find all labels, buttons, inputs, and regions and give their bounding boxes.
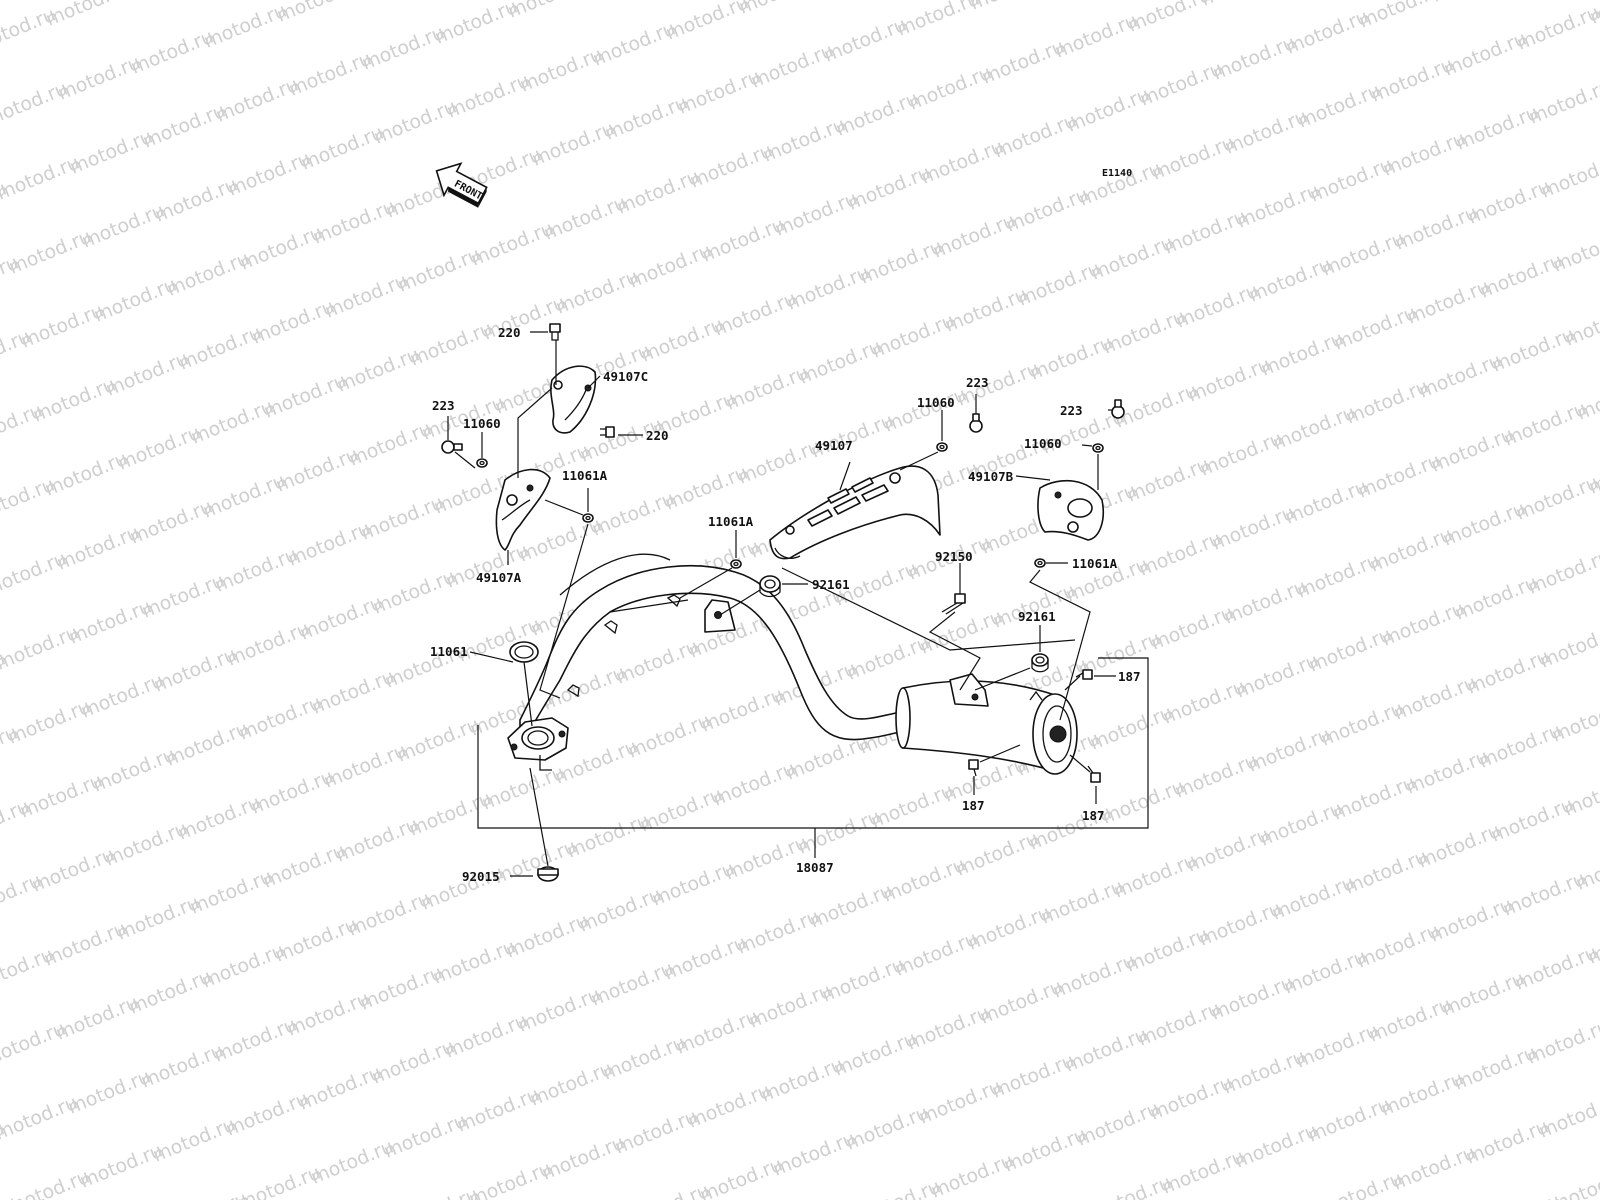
watermark-text: motod.ru [274, 0, 363, 27]
watermark-text: motod.ru [967, 0, 1056, 15]
label-11061: 11061 [430, 644, 468, 659]
watermark-text: motod.ru [43, 0, 132, 31]
label-11060-mid: 11060 [917, 395, 955, 410]
exhaust-header-pipe [519, 553, 901, 749]
label-223-right: 223 [1060, 403, 1083, 418]
watermark-text: motod.ru [1526, 76, 1600, 129]
label-49107C: 49107C [603, 369, 648, 384]
label-187-lower-right: 187 [1082, 808, 1105, 823]
label-223-mid: 223 [966, 375, 989, 390]
label-11060-left: 11060 [463, 416, 501, 431]
watermark-text: motod.ru [1198, 0, 1287, 11]
front-arrow-icon: FRONT [435, 162, 488, 208]
diagram-code: E1140 [1102, 168, 1132, 179]
label-11061A-mid: 11061A [708, 514, 754, 529]
label-92161-right: 92161 [1018, 609, 1056, 624]
label-92161-mid: 92161 [812, 577, 850, 592]
muffler [895, 673, 1078, 775]
watermark-text: motod.ru [1536, 1090, 1600, 1143]
watermark-text: motod.ru [1537, 620, 1600, 673]
label-92150: 92150 [935, 549, 973, 564]
label-49107: 49107 [815, 438, 853, 453]
watermark-text: motod.ru [1429, 0, 1518, 7]
label-223-left: 223 [432, 398, 455, 413]
heat-guard-49107C [550, 365, 597, 434]
label-220-top: 220 [498, 325, 521, 340]
exhaust-flange [507, 717, 569, 771]
watermark-text: motod.ru [347, 0, 436, 1]
label-220-lower: 220 [646, 428, 669, 443]
watermark-text: motod.ru [0, 1192, 20, 1200]
watermark-text: motod.ru [1356, 0, 1445, 33]
watermark-text: motod.ru [116, 0, 205, 5]
heat-guard-49107A [495, 468, 551, 551]
label-11060-right: 11060 [1024, 436, 1062, 451]
watermark-text: motod.ru [894, 0, 983, 41]
label-49107B: 49107B [968, 469, 1014, 484]
label-187-right: 187 [1118, 669, 1141, 684]
leader-lines [447, 331, 1116, 877]
label-11061A-right: 11061A [1072, 556, 1118, 571]
label-49107A: 49107A [476, 570, 522, 585]
part-labels: 220 49107C 220 223 11060 11061A 49107A 4… [430, 325, 1141, 884]
label-18087: 18087 [796, 860, 834, 875]
label-92015: 92015 [462, 869, 500, 884]
watermark-text: motod.ru [1548, 1164, 1600, 1200]
watermark-text: motod.ru [1538, 150, 1600, 203]
label-187-bottom: 187 [962, 798, 985, 813]
watermark-text: motod.ru [505, 0, 594, 23]
label-11061A-left: 11061A [562, 468, 608, 483]
heat-guard-49107B [1037, 480, 1104, 541]
part-shapes [441, 323, 1125, 882]
watermark-text: motod.ru [1524, 1016, 1600, 1069]
heat-guard-49107 [769, 465, 941, 560]
watermark-text: motod.ru [736, 0, 825, 19]
watermark-text: motod.ru [1125, 0, 1214, 37]
watermark-text: motod.ru [1525, 546, 1600, 599]
